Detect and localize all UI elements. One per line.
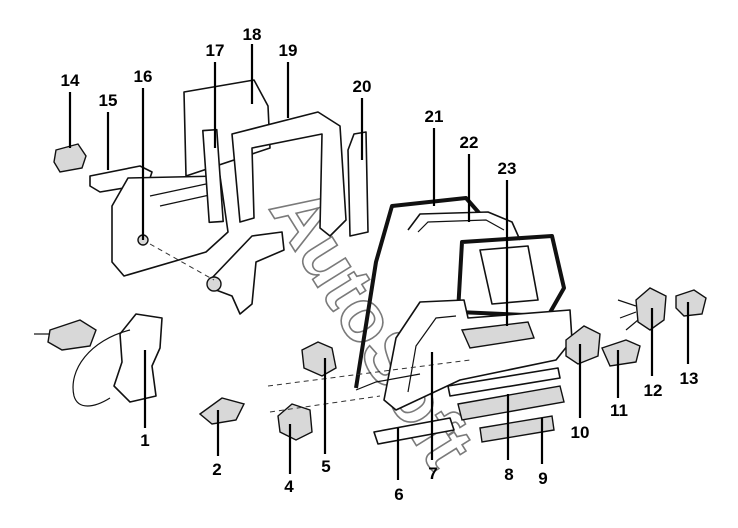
callout-9: 9 [538, 469, 547, 488]
callout-4: 4 [284, 477, 294, 496]
callout-19: 19 [279, 41, 298, 60]
panel-slot [159, 193, 215, 207]
door-lower-edge [355, 373, 421, 391]
part-6-molding [373, 417, 455, 445]
callout-17: 17 [206, 41, 225, 60]
part-20-channel [347, 131, 369, 237]
part-11-actuator [601, 339, 641, 367]
window-regulator [209, 231, 285, 315]
callout-14: 14 [61, 71, 80, 90]
part-19-frame [231, 111, 347, 237]
lock-rod [72, 329, 131, 407]
callout-15: 15 [99, 91, 118, 110]
callout-12: 12 [644, 381, 663, 400]
lock-cable [47, 319, 97, 351]
dash-guide [149, 243, 215, 281]
callout-13: 13 [680, 369, 699, 388]
callout-21: 21 [425, 107, 444, 126]
callout-1: 1 [140, 431, 149, 450]
door-inner-line [407, 315, 457, 393]
part-17-guide-rail [202, 128, 224, 224]
part-14-bracket [53, 143, 87, 173]
dash-guide [267, 359, 471, 387]
callout-20: 20 [353, 77, 372, 96]
part-1-lock [113, 313, 163, 403]
panel-slot [149, 183, 207, 197]
callout-16: 16 [134, 67, 153, 86]
part-22-door-frame [407, 211, 521, 241]
part-8-strip [457, 385, 565, 421]
part-9-strip [479, 415, 555, 443]
callout-22: 22 [460, 133, 479, 152]
part-2-handle [198, 397, 246, 425]
part-10-lock-cylinder [565, 325, 601, 365]
callout-8: 8 [504, 465, 513, 484]
vent-window [479, 245, 539, 305]
callout-6: 6 [394, 485, 403, 504]
callout-18: 18 [243, 25, 262, 44]
callout-5: 5 [321, 457, 330, 476]
part-8-strip-upper [447, 367, 561, 397]
callout-23: 23 [498, 159, 517, 178]
callout-2: 2 [212, 460, 221, 479]
callout-10: 10 [571, 423, 590, 442]
part-22-door-frame-inner [417, 219, 505, 233]
part-5-latch [301, 341, 337, 377]
callout-11: 11 [610, 401, 628, 420]
latch-wires [617, 299, 639, 331]
callout-7: 7 [428, 464, 437, 483]
part-13-bracket [675, 289, 707, 317]
regulator-motor [206, 276, 222, 292]
callouts: 1 2 4 5 6 7 8 9 10 11 12 13 14 15 16 17 … [61, 25, 699, 504]
leader-lines [68, 44, 690, 480]
part-4-latch [277, 403, 313, 441]
